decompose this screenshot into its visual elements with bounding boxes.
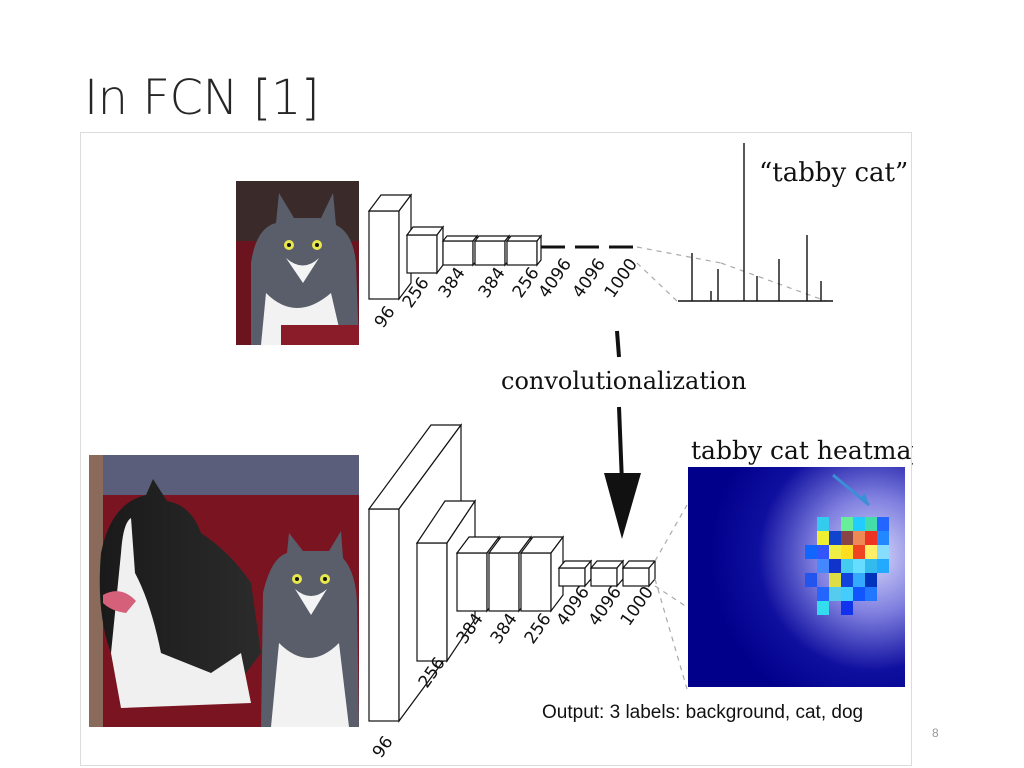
top-network (367, 193, 543, 301)
top-output-label: “tabby cat” (759, 158, 908, 188)
top-projection-lines (636, 246, 827, 302)
bottom-label-256b: 256 (521, 610, 556, 648)
fcn-figure: 96 256 384 384 256 4096 4096 1000 “ (80, 132, 913, 766)
bottom-label-384b: 384 (487, 610, 522, 648)
top-label-4096b: 4096 (569, 255, 610, 302)
top-label-256b: 256 (509, 264, 544, 302)
slide-title: In FCN [1] (84, 70, 320, 126)
output-caption: Output: 3 labels: background, cat, dog (542, 702, 864, 723)
bottom-label-96: 96 (369, 733, 398, 762)
top-label-1000: 1000 (601, 255, 642, 302)
bottom-projection-lines (654, 504, 688, 690)
bottom-label-4096b: 4096 (585, 583, 626, 630)
tabby-cat-heatmap (688, 467, 905, 687)
cat-photo-top (236, 181, 359, 345)
class-score-bars (678, 143, 833, 302)
page-number: 8 (932, 726, 939, 740)
top-label-96: 96 (371, 303, 400, 332)
convolutionalization-arrow (604, 330, 641, 539)
dog-cat-photo (89, 455, 359, 727)
transition-label: convolutionalization (501, 367, 747, 395)
heatmap-hot-cells (805, 517, 889, 615)
top-label-384b: 384 (475, 264, 510, 302)
heatmap-label: tabby cat heatmap (691, 436, 913, 465)
bottom-label-1000: 1000 (617, 583, 658, 630)
bottom-network (367, 423, 657, 723)
